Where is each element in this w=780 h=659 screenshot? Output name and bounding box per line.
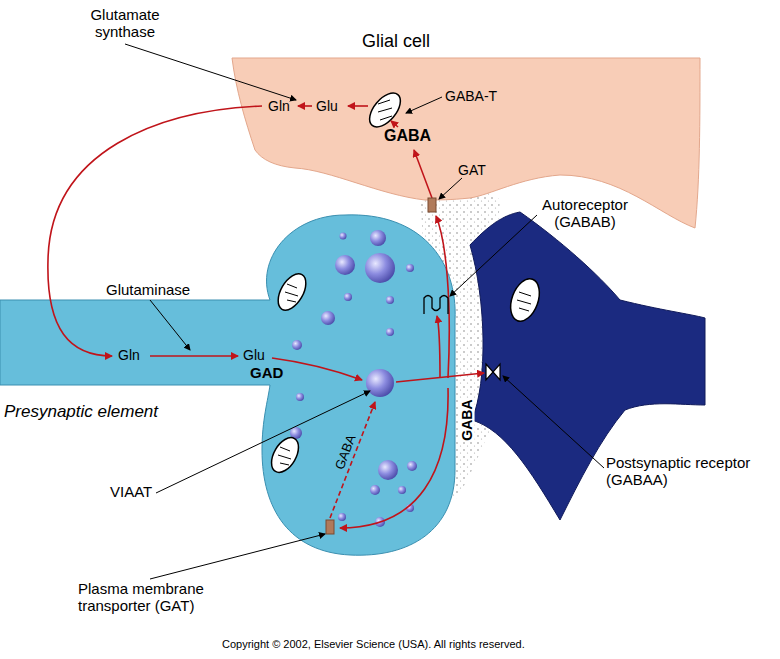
metabolic-arrows	[48, 106, 484, 528]
metabolite: Gln	[118, 347, 140, 363]
presynaptic-element-shape	[0, 212, 462, 562]
neurotransmitter: GABA	[384, 127, 431, 145]
cell-name: Presynaptic element	[4, 402, 158, 422]
enzyme-label: GABA-T	[445, 88, 497, 104]
glial-cell: Glial cellGln GluGABA GABA-T	[228, 28, 708, 238]
glial-transporter	[428, 198, 436, 212]
receptor-label: Postsynaptic receptor (GABAA)	[606, 454, 774, 489]
transporter-label: VIAAT	[110, 483, 152, 500]
enzyme-label: GAD	[250, 364, 283, 381]
leader-lines	[125, 44, 604, 579]
metabolite: Glu	[243, 347, 265, 363]
enzyme-label: Glutamate synthase	[70, 6, 180, 41]
copyright-note: Copyright © 2002, Elsevier Science (USA)…	[222, 638, 525, 651]
transporter-label: Plasma membrane transporter (GAT)	[78, 580, 218, 615]
autoreceptor-symbol	[424, 296, 448, 315]
postsynaptic-element	[470, 212, 705, 520]
metabolite: Glu	[316, 98, 338, 114]
transporter-label: GAT	[458, 162, 486, 178]
plasma-membrane-transporter	[326, 520, 334, 534]
receptor-label: Autoreceptor (GABAB)	[530, 196, 640, 231]
neurotransmitter: GABA	[459, 398, 475, 441]
glial-cell-shape	[228, 28, 708, 238]
cell-name: Glial cell	[362, 31, 430, 52]
mitochondrion	[505, 275, 544, 325]
enzyme-label: Glutaminase	[106, 281, 190, 298]
presynaptic-element: GlnGluGADGABAPresynaptic element	[0, 212, 462, 562]
receptor-symbol	[486, 364, 500, 380]
metabolite: Gln	[268, 98, 290, 114]
